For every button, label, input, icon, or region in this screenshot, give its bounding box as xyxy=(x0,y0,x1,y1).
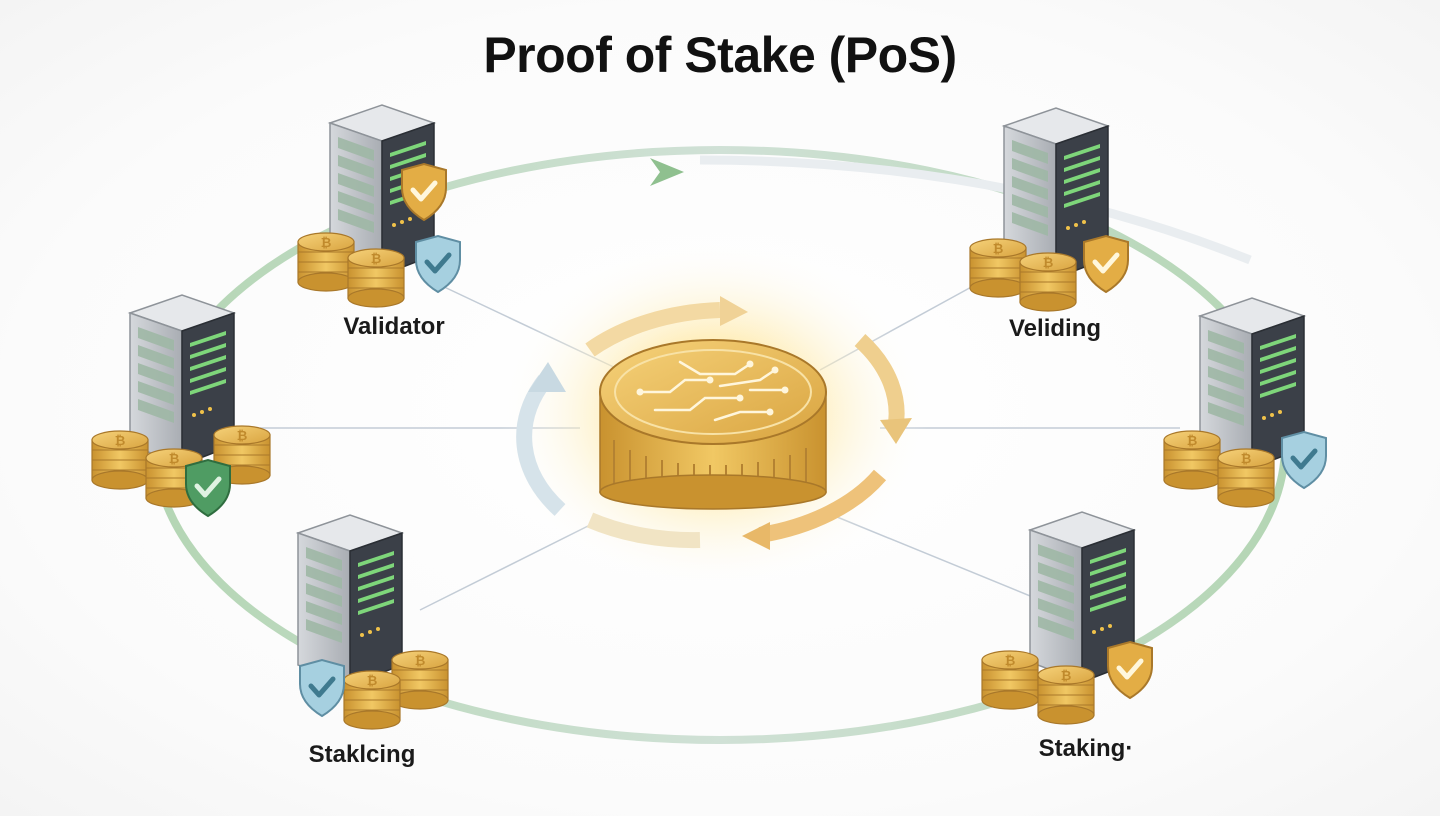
node-label-bottom-left: Staklcing xyxy=(308,741,416,768)
validator-node-top-left xyxy=(297,104,460,308)
validator-node-right xyxy=(1163,297,1326,508)
node-label-top-left: Validator xyxy=(343,313,445,340)
validator-node-bottom-right xyxy=(981,511,1152,725)
diagram-title: Proof of Stake (PoS) xyxy=(483,27,957,83)
coin-stack-icon xyxy=(981,650,1039,710)
shield-check-icon xyxy=(1282,432,1326,488)
coin-stack-icon xyxy=(1019,252,1077,312)
server-icon xyxy=(297,514,403,686)
shield-check-icon xyxy=(300,660,344,716)
cycle-arrowheads xyxy=(528,296,912,550)
coin-stack-icon xyxy=(347,248,405,308)
shield-check-icon xyxy=(186,460,230,516)
validator-node-top-right xyxy=(969,107,1128,312)
validator-node-bottom-left xyxy=(297,514,449,730)
coin-stack-icon xyxy=(297,232,355,292)
shield-check-icon xyxy=(1084,236,1128,292)
coin-stack-icon xyxy=(969,238,1027,298)
coin-stack-icon xyxy=(91,430,149,490)
shield-check-icon xyxy=(1108,642,1152,698)
coin-stack-icon xyxy=(1037,665,1095,725)
central-coin-icon xyxy=(599,339,827,510)
cycle-arrow-icon xyxy=(516,302,905,549)
coin-stack-icon xyxy=(343,670,401,730)
node-label-top-right: Veliding xyxy=(1008,315,1102,342)
shield-check-icon xyxy=(416,236,460,292)
node-label-bottom-right: Staking· xyxy=(1038,735,1134,762)
coin-stack-icon xyxy=(1163,430,1221,490)
coin-stack-icon xyxy=(1217,448,1275,508)
validator-node-left xyxy=(91,294,271,516)
ring-arrow-icon xyxy=(650,158,684,186)
